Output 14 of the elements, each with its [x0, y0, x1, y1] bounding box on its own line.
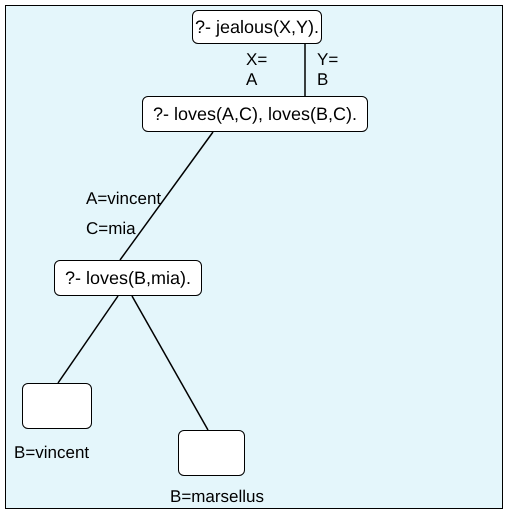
connector-line	[131, 296, 209, 430]
edge-label: A=vincent C=mia	[86, 188, 162, 240]
query-box: ?- loves(A,C), loves(B,C).	[142, 96, 368, 132]
binding-label: X= A	[246, 50, 268, 90]
query-box: ?- loves(B,mia).	[54, 260, 202, 296]
empty-box	[178, 430, 245, 476]
connector-line	[119, 132, 214, 260]
connector-line	[304, 44, 306, 96]
binding-label: Y= B	[317, 50, 340, 90]
query-box: ?- jealous(X,Y).	[192, 10, 322, 44]
binding-label: B=vincent	[14, 442, 90, 464]
binding-label: B=marsellus	[170, 486, 264, 508]
connector-line	[57, 296, 119, 384]
empty-box	[22, 383, 92, 429]
